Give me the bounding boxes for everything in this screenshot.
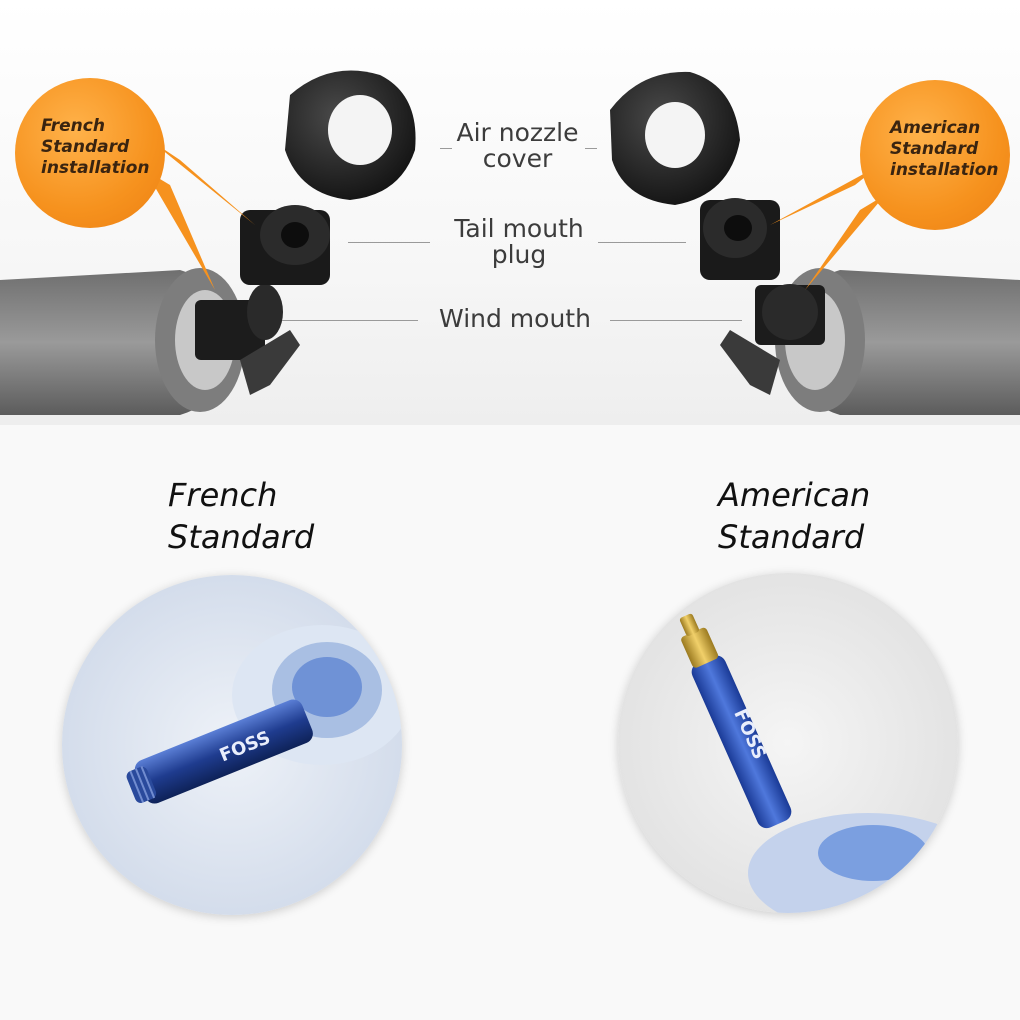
left-tail-plug-part [240, 205, 330, 285]
leader-line [585, 148, 597, 149]
right-tail-plug-part [700, 198, 780, 280]
french-installation-callout: French Standard installation [15, 78, 165, 228]
left-callout-pointer [150, 140, 255, 225]
air-nozzle-cover-label: Air nozzle cover [456, 118, 579, 173]
wind-mouth-label: Wind mouth [439, 304, 591, 333]
french-valve-photo: FOSS [62, 575, 402, 915]
left-callout-pointer-2 [145, 170, 215, 290]
valve-parts-illustration [0, 70, 1020, 415]
leader-line [440, 148, 452, 149]
leader-line [598, 242, 686, 243]
american-installation-text: American Standard installation [890, 118, 999, 180]
left-rim [0, 268, 300, 415]
french-installation-text: French Standard installation [41, 116, 150, 178]
american-valve-photo: FOSS [618, 573, 958, 913]
leader-line [610, 320, 742, 321]
french-standard-title: French Standard [168, 476, 315, 556]
right-callout-pointer [770, 165, 880, 225]
leader-line [348, 242, 430, 243]
right-rim [720, 268, 1020, 415]
american-installation-callout: American Standard installation [860, 80, 1010, 230]
american-standard-title: American Standard [718, 476, 871, 556]
left-nozzle-cover-part [285, 70, 416, 200]
right-nozzle-cover-part [610, 71, 740, 206]
leader-line [282, 320, 418, 321]
right-callout-pointer-2 [805, 195, 885, 290]
valve-parts-diagram: French Standard installation American St… [0, 0, 1020, 425]
tail-mouth-plug-label: Tail mouth plug [454, 214, 584, 269]
